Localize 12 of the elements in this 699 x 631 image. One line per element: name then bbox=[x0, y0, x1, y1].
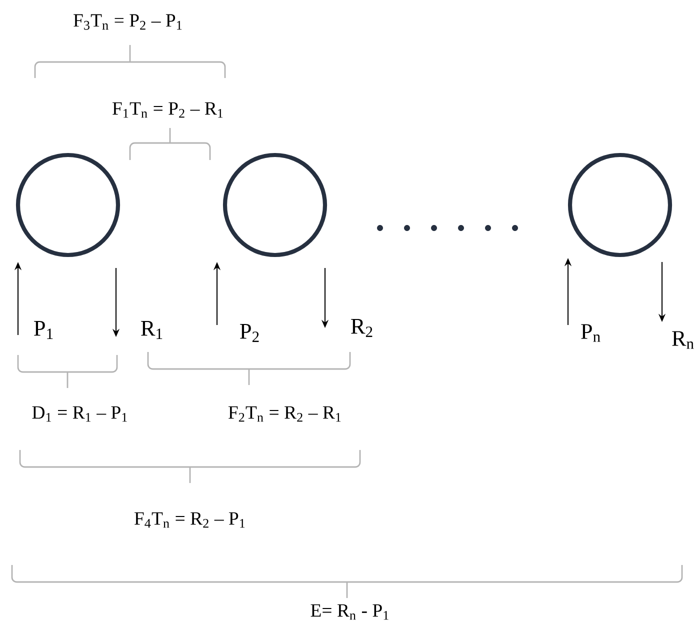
ring-circle bbox=[222, 152, 328, 258]
formula-label: F$_{1}$T$_{n}$ = P$_{2}$ – R$_{1}$ bbox=[112, 102, 223, 118]
ring-circle bbox=[16, 152, 120, 258]
formula-label: F$_{3}$T$_{n}$ = P$_{2}$ – P$_{1}$ bbox=[74, 14, 182, 30]
formula-label: D$_{1}$ = R$_{1}$ – P$_{1}$ bbox=[32, 406, 127, 422]
formula-label: F$_{2}$T$_{n}$ = R$_{2}$ – R$_{1}$ bbox=[228, 406, 341, 422]
formula-label: F$_{4}$T$_{n}$ = R$_{2}$ – P$_{1}$ bbox=[134, 512, 245, 528]
formula-label: E= R$_{n}$ - P$_{1}$ bbox=[310, 604, 388, 620]
ring-circle bbox=[568, 152, 672, 258]
flow-label: R$_{n}$ bbox=[672, 331, 694, 349]
flow-label: R$_{2}$ bbox=[351, 319, 372, 337]
flow-label: R$_{1}$ bbox=[141, 321, 162, 339]
